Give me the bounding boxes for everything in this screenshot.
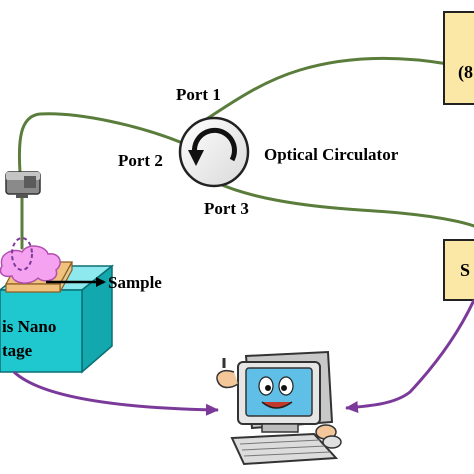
stage-to-computer-link [12,370,219,416]
mid-right-box: S [443,239,474,301]
fiber-lines [17,56,474,250]
optical-circulator [178,116,250,188]
top-box-text: (8 [458,62,473,83]
port2-label: Port 2 [118,151,163,170]
port3-label: Port 3 [204,199,249,218]
circulator-arrow-icon [188,127,237,166]
top-right-box: (8 [443,11,474,105]
fiber-port2 [17,112,182,174]
computer-mascot-icon [216,350,342,466]
stage-label-line1: is Nano [2,317,56,336]
probe-ring [11,237,33,271]
fiber-port3 [213,180,474,228]
stage-label-line2: tage [2,341,33,360]
circulator-label: Optical Circulator [264,145,399,164]
fiber-port1 [200,56,450,124]
stage-front [0,289,83,373]
fiber-connector-icon [5,171,41,198]
mid-box-text: S [460,260,470,280]
sample-assembly [0,237,74,293]
box-to-computer-link [345,299,474,413]
port1-label: Port 1 [176,85,221,104]
sample-label: Sample [108,273,162,292]
